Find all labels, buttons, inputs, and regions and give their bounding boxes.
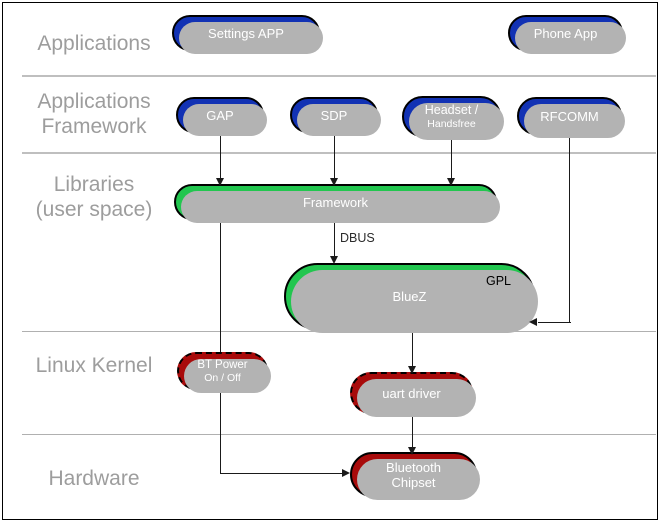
node-bt-power-label-line2: On / Off <box>204 371 241 384</box>
node-gap[interactable]: GAP <box>176 97 267 136</box>
node-shadow <box>183 104 267 136</box>
node-sdp[interactable]: SDP <box>290 97 381 136</box>
node-framework[interactable]: Framework <box>174 184 500 223</box>
node-bt-power[interactable]: BT Power On / Off <box>177 352 271 393</box>
edge-framework-to-bluez <box>334 219 335 262</box>
divider-linux-kernel <box>22 434 656 435</box>
node-shadow <box>524 104 625 138</box>
arrowhead-bluez-to-uart <box>407 366 416 374</box>
node-settings-app-label: Settings APP <box>208 25 284 41</box>
diagram-border <box>2 2 658 520</box>
node-shadow <box>291 270 538 333</box>
arrowhead-headset-to-framework <box>446 178 455 186</box>
node-settings-app[interactable]: Settings APP <box>172 15 323 54</box>
layer-label-applications: Applications <box>37 32 151 55</box>
edge-rfcomm-to-bluez-horizontal <box>538 322 571 323</box>
node-phone-app-label: Phone App <box>533 25 598 41</box>
node-uart-driver[interactable]: uart driver <box>350 372 476 417</box>
edge-label-dbus: DBUS <box>340 231 375 245</box>
layer-label-libraries: Libraries (user space) <box>35 173 153 221</box>
node-bluez-license-tag: GPL <box>485 274 511 288</box>
edge-sdp-to-framework <box>334 133 335 183</box>
node-shadow <box>409 103 504 140</box>
node-framework-label: Framework <box>302 194 368 210</box>
node-gap-label: GAP <box>206 107 234 123</box>
arrowhead-uart-to-chipset <box>407 447 416 455</box>
layer-label-linux-kernel: Linux Kernel <box>35 354 153 377</box>
node-shadow <box>179 22 323 54</box>
node-shadow <box>184 359 271 393</box>
node-bluetooth-chipset-label-line1: Bluetooth <box>386 459 441 475</box>
node-uart-driver-label: uart driver <box>382 385 441 401</box>
node-shadow <box>297 104 381 136</box>
node-headset-handsfree[interactable]: Headset / Handsfree <box>402 96 504 140</box>
arrowhead-sdp-to-framework <box>329 178 338 186</box>
node-bluetooth-chipset[interactable]: Bluetooth Chipset <box>350 452 480 500</box>
arrowhead-rfcomm-to-bluez <box>529 318 537 326</box>
node-bluetooth-chipset-label-line2: Chipset <box>391 474 436 490</box>
node-rfcomm[interactable]: RFCOMM <box>517 97 625 138</box>
node-bluez[interactable]: GPL BlueZ <box>284 263 538 333</box>
edge-gap-to-chipset-vertical <box>220 133 221 474</box>
node-shadow <box>357 459 480 500</box>
edge-bluez-to-uart <box>412 329 413 373</box>
layer-label-hardware: Hardware <box>48 467 140 490</box>
edge-rfcomm-to-bluez-vertical <box>569 136 570 323</box>
divider-applications-framework <box>22 152 656 154</box>
node-bt-power-label-line1: BT Power <box>197 358 248 371</box>
edge-headset-to-framework <box>451 136 452 183</box>
arrowhead-framework-to-bluez <box>329 256 338 264</box>
node-sdp-label: SDP <box>320 107 348 123</box>
node-shadow <box>515 22 626 54</box>
node-shadow <box>357 379 476 417</box>
node-headset-handsfree-label-line2: Handsfree <box>427 118 476 130</box>
edge-gap-to-chipset-horizontal <box>220 473 345 474</box>
arrowhead-gap-to-chipset <box>342 469 350 477</box>
node-bluez-label: BlueZ <box>392 289 427 304</box>
layer-label-applications-framework: Applications Framework <box>37 90 151 138</box>
node-phone-app[interactable]: Phone App <box>508 15 626 54</box>
divider-applications <box>22 75 656 77</box>
edge-uart-to-chipset <box>412 412 413 454</box>
node-headset-handsfree-label-line1: Headset / <box>424 103 479 117</box>
node-rfcomm-label: RFCOMM <box>540 108 599 124</box>
node-shadow <box>181 191 500 223</box>
arrowhead-gap-to-framework <box>215 178 224 186</box>
